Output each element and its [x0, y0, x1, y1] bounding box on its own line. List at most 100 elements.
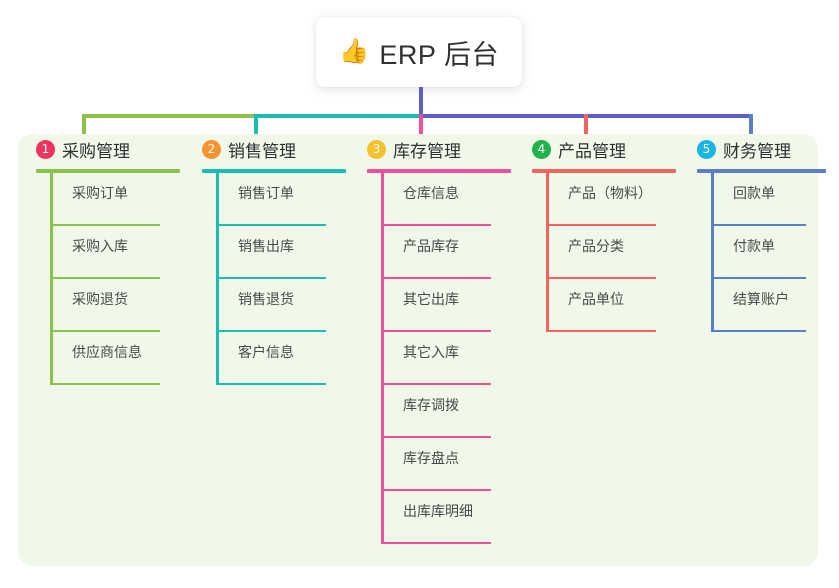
branch-trunk-line [50, 173, 53, 385]
branch-column-3: 3 库存管理仓库信息产品库存其它出库其它入库库存调拨库存盘点出库库明细 [361, 134, 511, 544]
leaf-item-label: 出库库明细 [403, 503, 473, 519]
leaf-item[interactable]: 产品分类 [546, 226, 656, 279]
branch-drop-connector [749, 114, 753, 147]
leaf-item[interactable]: 库存调拨 [381, 385, 491, 438]
leaf-underline [381, 489, 491, 491]
bus-segment [254, 114, 421, 118]
branch-drop-connector [584, 114, 588, 147]
branch-underline [36, 169, 180, 173]
leaf-item[interactable]: 出库库明细 [381, 491, 491, 544]
branch-column-1: 1 采购管理采购订单采购入库采购退货供应商信息 [30, 134, 180, 385]
leaf-item-label: 仓库信息 [403, 185, 459, 201]
leaf-item-label: 付款单 [733, 238, 775, 254]
leaf-item[interactable]: 库存盘点 [381, 438, 491, 491]
branch-drop-connector [419, 114, 423, 147]
branch-header-row: 4 产品管理 [526, 134, 676, 164]
leaf-item-label: 结算账户 [733, 291, 789, 307]
leaf-underline [50, 383, 160, 385]
leaf-item[interactable]: 采购入库 [50, 226, 160, 279]
bus-segment [82, 114, 256, 118]
leaf-item[interactable]: 采购订单 [50, 173, 160, 226]
leaf-item-label: 回款单 [733, 185, 775, 201]
branch-trunk-line [546, 173, 549, 332]
leaf-underline [711, 224, 806, 226]
branch-title: 销售管理 [228, 141, 296, 161]
leaf-underline [381, 277, 491, 279]
branch-underline [532, 169, 676, 173]
leaf-underline [711, 277, 806, 279]
leaf-item[interactable]: 其它入库 [381, 332, 491, 385]
leaf-underline [381, 436, 491, 438]
branch-trunk-line [711, 173, 714, 332]
branch-index-badge: 5 [697, 139, 716, 159]
leaf-item-label: 其它出库 [403, 291, 459, 307]
leaf-underline [546, 277, 656, 279]
leaf-item[interactable]: 采购退货 [50, 279, 160, 332]
root-stem-connector [419, 87, 423, 116]
branch-title: 产品管理 [558, 141, 626, 161]
leaf-underline [50, 330, 160, 332]
leaf-underline [50, 224, 160, 226]
branch-header-row: 3 库存管理 [361, 134, 511, 164]
branch-header[interactable]: 1 采购管理 [30, 134, 180, 178]
leaf-underline [216, 330, 326, 332]
branch-index-badge: 4 [532, 139, 551, 159]
leaf-item[interactable]: 产品库存 [381, 226, 491, 279]
thumbs-up-icon: 👍 [339, 38, 370, 65]
branch-underline [202, 169, 346, 173]
branch-column-4: 4 产品管理产品（物料） 产品分类产品单位 [526, 134, 676, 332]
leaf-item-label: 产品（物料） [568, 185, 652, 201]
leaf-underline [216, 277, 326, 279]
leaf-item-label: 采购订单 [72, 185, 128, 201]
leaf-underline [546, 224, 656, 226]
branch-underline [367, 169, 511, 173]
branch-title: 库存管理 [393, 141, 461, 161]
leaf-item-label: 销售出库 [238, 238, 294, 254]
leaf-item-label: 产品分类 [568, 238, 624, 254]
branch-underline [697, 169, 826, 173]
leaf-item[interactable]: 供应商信息 [50, 332, 160, 385]
branch-header[interactable]: 3 库存管理 [361, 134, 511, 178]
leaf-item[interactable]: 销售出库 [216, 226, 326, 279]
leaf-item[interactable]: 销售退货 [216, 279, 326, 332]
branch-title: 采购管理 [62, 141, 130, 161]
leaf-item-label: 采购退货 [72, 291, 128, 307]
branch-header[interactable]: 4 产品管理 [526, 134, 676, 178]
branch-index-badge: 3 [367, 139, 386, 159]
leaf-item-label: 其它入库 [403, 344, 459, 360]
leaf-underline [381, 542, 491, 544]
root-title-text: ERP 后台 [379, 39, 499, 70]
branch-drop-connector [254, 114, 258, 147]
branch-drop-connector [82, 114, 86, 147]
leaf-item[interactable]: 仓库信息 [381, 173, 491, 226]
leaf-item-label: 产品库存 [403, 238, 459, 254]
leaf-item-label: 销售订单 [238, 185, 294, 201]
branch-index-badge: 1 [36, 139, 55, 159]
branch-trunk-line [216, 173, 219, 385]
leaf-item[interactable]: 产品单位 [546, 279, 656, 332]
leaf-item[interactable]: 其它出库 [381, 279, 491, 332]
leaf-item-label: 客户信息 [238, 344, 294, 360]
leaf-item[interactable]: 回款单 [711, 173, 806, 226]
leaf-item-label: 销售退货 [238, 291, 294, 307]
leaf-item-label: 采购入库 [72, 238, 128, 254]
leaf-underline [381, 224, 491, 226]
leaf-item[interactable]: 客户信息 [216, 332, 326, 385]
leaf-item-label: 供应商信息 [72, 344, 142, 360]
leaf-item[interactable]: 付款单 [711, 226, 806, 279]
root-node[interactable]: 👍 ERP 后台 [316, 17, 522, 87]
leaf-item[interactable]: 产品（物料） [546, 173, 656, 226]
leaf-underline [216, 383, 326, 385]
root-node-label: 👍 ERP 后台 [339, 33, 499, 72]
leaf-underline [50, 277, 160, 279]
leaf-item[interactable]: 销售订单 [216, 173, 326, 226]
leaf-item-label: 库存调拨 [403, 397, 459, 413]
leaf-item[interactable]: 结算账户 [711, 279, 806, 332]
